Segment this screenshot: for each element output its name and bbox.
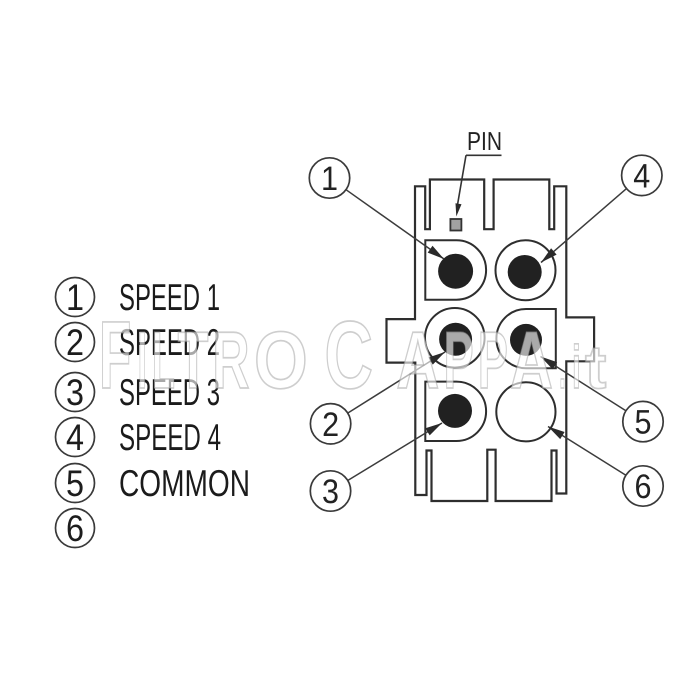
svg-text:P: P [478,316,508,406]
svg-text:5: 5 [66,463,84,504]
svg-text:4: 4 [633,157,650,195]
svg-text:A: A [510,316,553,406]
svg-text:2: 2 [66,322,84,363]
svg-text:C: C [324,302,373,409]
svg-text:3: 3 [66,372,84,413]
svg-text:5: 5 [635,404,652,442]
svg-text:2: 2 [322,406,339,444]
svg-text:6: 6 [66,508,84,549]
svg-text:COMMON: COMMON [119,462,250,504]
svg-text:3: 3 [322,473,339,511]
svg-text:t: t [585,333,606,401]
svg-text:P: P [444,316,474,406]
svg-text:R: R [212,316,249,406]
svg-text:PIN: PIN [467,126,502,156]
svg-text:SPEED 4: SPEED 4 [119,416,221,458]
svg-text:A: A [396,316,439,406]
svg-text:L: L [152,316,175,406]
svg-text:.: . [559,333,565,401]
svg-text:O: O [254,316,308,406]
svg-text:i: i [572,333,581,401]
svg-text:SPEED 2: SPEED 2 [119,321,220,363]
svg-text:1: 1 [321,160,338,198]
svg-text:4: 4 [66,417,84,458]
svg-text:SPEED 1: SPEED 1 [119,276,220,318]
svg-text:T: T [178,316,209,406]
svg-text:1: 1 [66,277,84,318]
svg-text:I: I [138,316,147,406]
svg-text:6: 6 [635,468,652,506]
svg-text:F: F [99,302,131,409]
svg-text:SPEED 3: SPEED 3 [119,371,220,413]
